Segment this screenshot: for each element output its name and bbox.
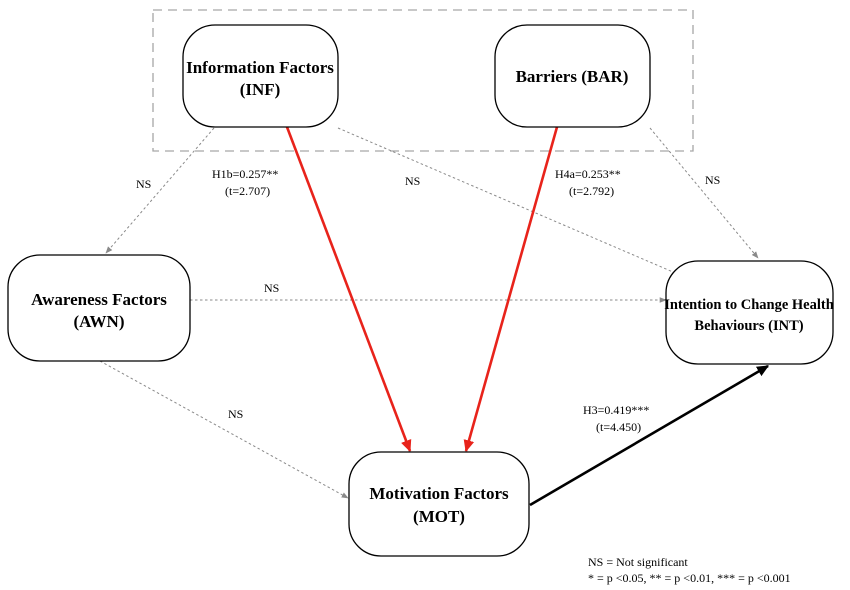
node-int: Intention to Change Health Behaviours (I… bbox=[664, 260, 834, 365]
node-inf-abbr: (INF) bbox=[240, 80, 281, 99]
node-mot-title: Motivation Factors bbox=[369, 484, 509, 503]
node-int-abbr: Behaviours (INT) bbox=[694, 318, 803, 334]
legend: NS = Not significant * = p <0.05, ** = p… bbox=[588, 555, 791, 585]
edge-inf-int-label: NS bbox=[405, 174, 420, 188]
edge-inf-mot-coef: H1b=0.257** bbox=[212, 167, 278, 181]
edge-awn-mot-label: NS bbox=[228, 407, 243, 421]
node-awn-abbr: (AWN) bbox=[74, 312, 125, 331]
edge-mot-int bbox=[529, 364, 770, 507]
legend-pvalues: * = p <0.05, ** = p <0.01, *** = p <0.00… bbox=[588, 571, 791, 585]
node-int-title: Intention to Change Health bbox=[664, 297, 834, 313]
edge-bar-int-label: NS bbox=[705, 173, 720, 187]
edge-awn-mot bbox=[99, 360, 349, 499]
edge-inf-mot-t: (t=2.707) bbox=[225, 184, 270, 198]
group-box-inf-bar bbox=[152, 9, 694, 152]
edge-inf-awn-label: NS bbox=[136, 177, 151, 191]
edge-bar-mot bbox=[463, 126, 559, 453]
node-mot: Motivation Factors (MOT) bbox=[348, 451, 530, 557]
node-inf: Information Factors (INF) bbox=[182, 24, 339, 128]
node-awn: Awareness Factors (AWN) bbox=[7, 254, 191, 362]
edge-inf-awn bbox=[105, 127, 215, 254]
node-inf-title: Information Factors bbox=[186, 58, 334, 77]
edge-inf-int bbox=[337, 127, 681, 276]
edge-bar-mot-coef: H4a=0.253** bbox=[555, 167, 621, 181]
node-bar-title: Barriers (BAR) bbox=[516, 67, 629, 86]
edge-awn-int-label: NS bbox=[264, 281, 279, 295]
edge-bar-mot-t: (t=2.792) bbox=[569, 184, 614, 198]
node-bar: Barriers (BAR) bbox=[494, 24, 651, 128]
edge-inf-mot bbox=[285, 126, 412, 453]
node-awn-title: Awareness Factors bbox=[31, 290, 167, 309]
legend-ns: NS = Not significant bbox=[588, 555, 688, 569]
edge-mot-int-coef: H3=0.419*** bbox=[583, 403, 649, 417]
node-mot-abbr: (MOT) bbox=[413, 507, 465, 526]
edge-mot-int-t: (t=4.450) bbox=[596, 420, 641, 434]
edge-bar-int bbox=[649, 127, 759, 259]
